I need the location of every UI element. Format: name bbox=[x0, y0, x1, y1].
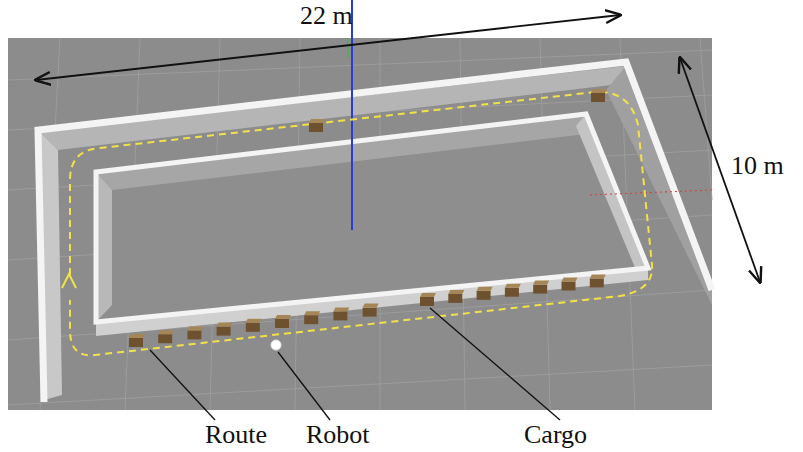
leader-line bbox=[150, 350, 215, 420]
route-path bbox=[70, 92, 652, 355]
cargo-boxes bbox=[129, 89, 607, 347]
dimension-label: 22 m bbox=[300, 2, 353, 31]
leader-line bbox=[278, 352, 330, 420]
dimension-label: 10 m bbox=[731, 152, 784, 181]
floor bbox=[8, 38, 712, 410]
leader-line bbox=[430, 308, 560, 420]
callout-label: Route bbox=[205, 421, 267, 450]
callout-label: Cargo bbox=[524, 421, 587, 450]
callout-label: Robot bbox=[306, 421, 370, 450]
robot-marker bbox=[271, 340, 281, 350]
z-axis bbox=[351, 0, 353, 230]
floor-grid bbox=[8, 38, 712, 410]
